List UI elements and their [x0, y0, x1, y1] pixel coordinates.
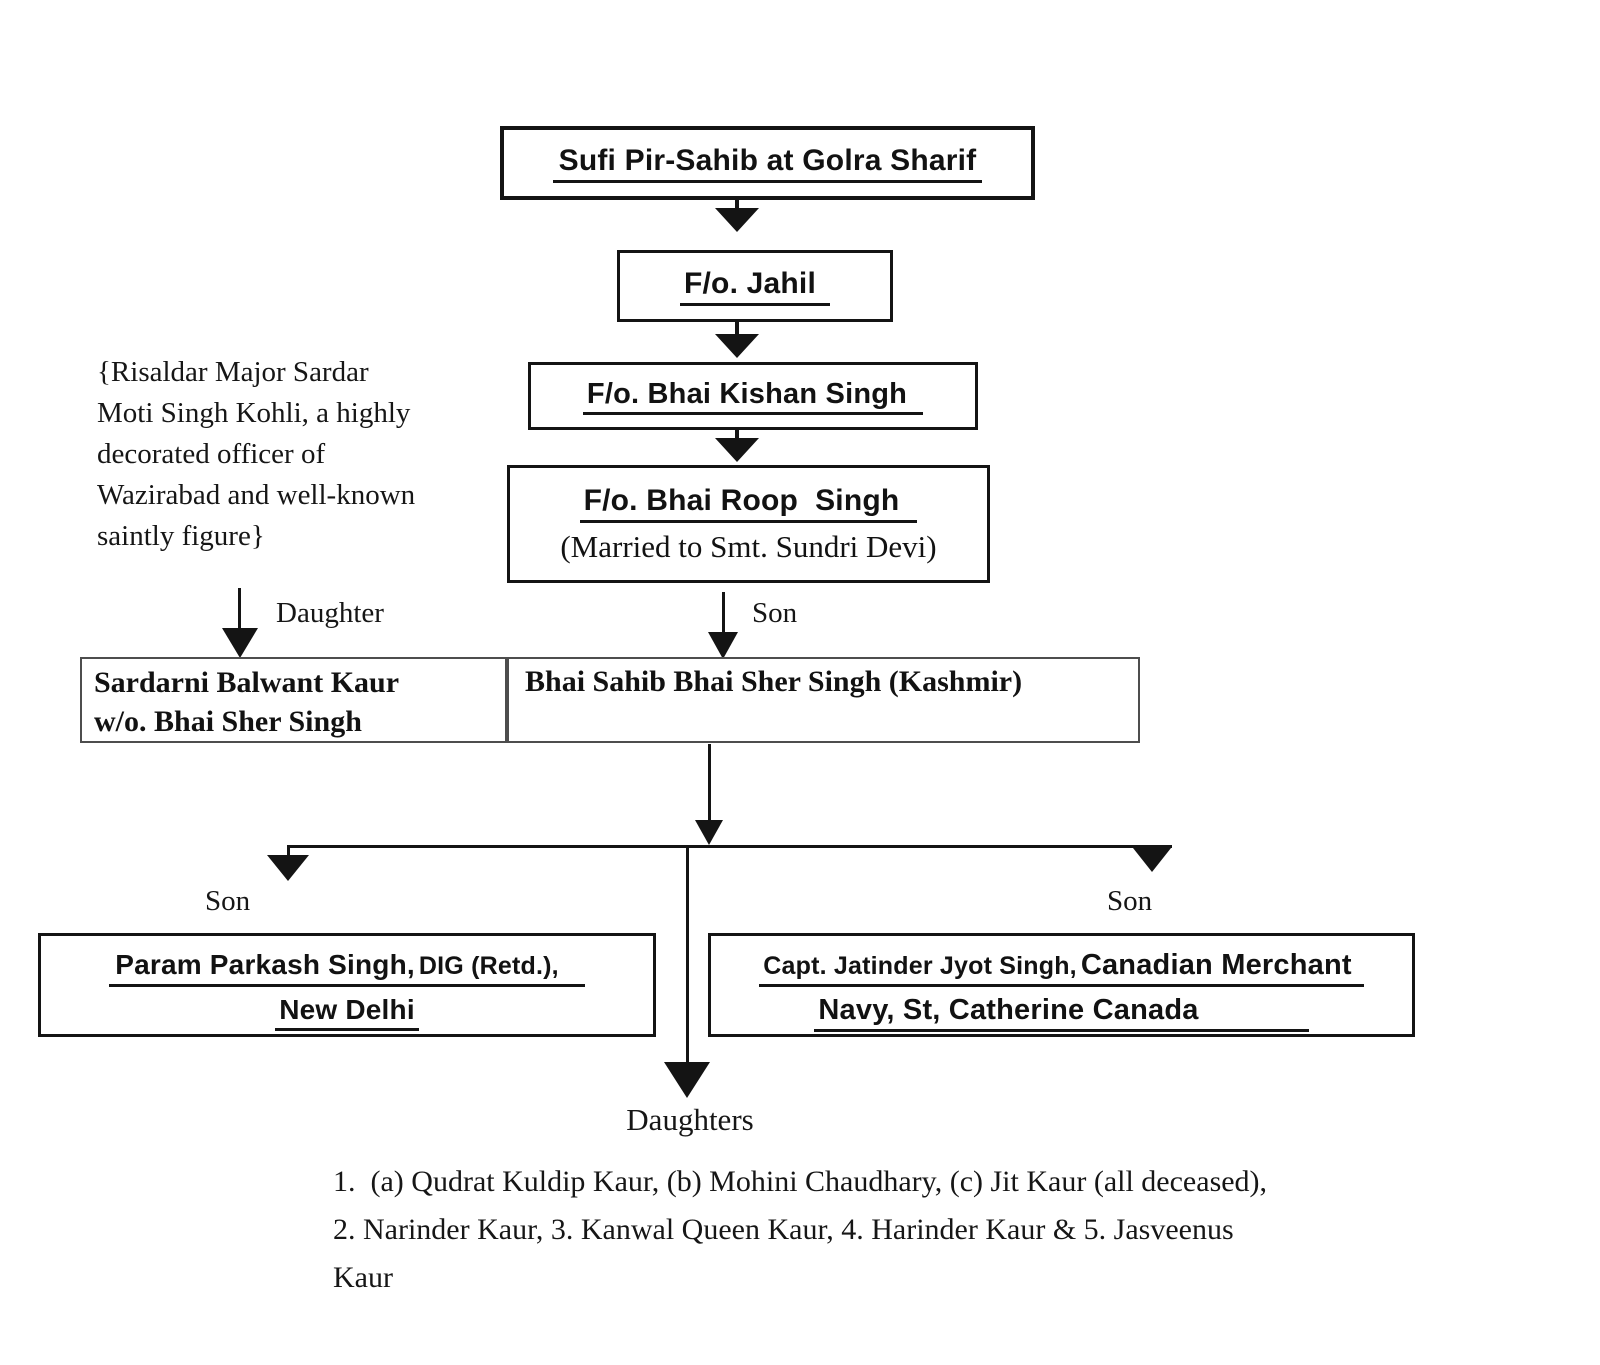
daughters-list-line: 1. (a) Qudrat Kuldip Kaur, (b) Mohini Ch…	[333, 1165, 1268, 1198]
side-note-line: {Risaldar Major Sardar	[97, 356, 369, 388]
daughter-arrow-stem	[238, 588, 241, 632]
branch-left-stub	[287, 845, 290, 857]
daughters-connector-label: Daughters	[626, 1102, 754, 1137]
arrow-3-stem	[735, 430, 739, 440]
daughter-arrow-head-icon	[222, 628, 258, 658]
ancestor-box-sufi-pir-sahib: Sufi Pir-Sahib at Golra Sharif	[500, 126, 1035, 200]
son-box-jatinder-title: Canadian Merchant	[1080, 949, 1352, 981]
branch-left-arrow-icon	[267, 855, 309, 881]
son-box-param-name: Param Parkash Singh,	[115, 949, 415, 980]
arrow-1-stem	[735, 200, 739, 210]
arrow-2-stem	[735, 322, 739, 336]
daughters-list: 1. (a) Qudrat Kuldip Kaur, (b) Mohini Ch…	[333, 1158, 1523, 1302]
arrow-2-head-icon	[715, 334, 759, 358]
daughters-line	[686, 848, 689, 1064]
wife-box-line1: Sardarni Balwant Kaur	[94, 666, 400, 699]
ancestor-box-kishan-singh-label: F/o. Bhai Kishan Singh	[582, 377, 924, 416]
son-left-connector-label: Son	[205, 885, 251, 917]
wife-box-line2: w/o. Bhai Sher Singh	[94, 705, 362, 738]
daughters-list-line: 2. Narinder Kaur, 3. Kanwal Queen Kaur, …	[333, 1213, 1234, 1246]
son-box-jatinder-jyot: Capt. Jatinder Jyot Singh, Canadian Merc…	[708, 933, 1415, 1037]
branch-right-arrow-icon	[1133, 848, 1171, 872]
daughter-connector-label: Daughter	[276, 597, 384, 629]
ancestor-box-jahil: F/o. Jahil	[617, 250, 893, 322]
daughters-list-line: Kaur	[333, 1261, 393, 1294]
arrow-3-head-icon	[715, 438, 759, 462]
side-note-risaldar: {Risaldar Major Sardar Moti Singh Kohli,…	[97, 352, 527, 557]
son-center-arrow-head-icon	[708, 632, 738, 659]
side-note-line: decorated officer of	[97, 438, 326, 470]
ancestor-box-kishan-singh: F/o. Bhai Kishan Singh	[528, 362, 978, 430]
son-box-param-title: DIG (Retd.),	[418, 952, 559, 980]
son-box-param-line2: New Delhi	[275, 993, 419, 1031]
son-box-param-parkash: Param Parkash Singh, DIG (Retd.), New De…	[38, 933, 656, 1037]
side-note-line: Moti Singh Kohli, a highly	[97, 397, 411, 429]
ancestor-box-roop-singh-label: F/o. Bhai Roop Singh	[579, 483, 918, 523]
daughters-arrow-head-icon	[664, 1062, 710, 1098]
ancestor-box-roop-singh-spouse: (Married to Smt. Sundri Devi)	[560, 528, 937, 564]
son-right-connector-label: Son	[1107, 885, 1153, 917]
wife-box-balwant-kaur: Sardarni Balwant Kaur w/o. Bhai Sher Sin…	[80, 657, 507, 743]
side-note-line: saintly figure}	[97, 520, 265, 552]
side-note-line: Wazirabad and well-known	[97, 479, 416, 511]
branch-junction-arrow-icon	[695, 820, 723, 845]
husband-box-label: Bhai Sahib Bhai Sher Singh (Kashmir)	[525, 665, 1023, 698]
son-box-jatinder-line2: Navy, St, Catherine Canada	[814, 993, 1309, 1033]
branch-top-stem	[708, 744, 711, 824]
son-box-jatinder-name: Capt. Jatinder Jyot Singh,	[763, 952, 1077, 980]
ancestor-box-sufi-pir-sahib-label: Sufi Pir-Sahib at Golra Sharif	[552, 143, 983, 183]
ancestor-box-roop-singh: F/o. Bhai Roop Singh (Married to Smt. Su…	[507, 465, 990, 583]
husband-box-sher-singh: Bhai Sahib Bhai Sher Singh (Kashmir)	[507, 657, 1140, 743]
arrow-1-head-icon	[715, 208, 759, 232]
son-center-arrow-stem	[722, 592, 725, 636]
ancestor-box-jahil-label: F/o. Jahil	[679, 266, 831, 306]
branch-horizontal-line	[287, 845, 1172, 848]
son-center-connector-label: Son	[752, 597, 798, 629]
